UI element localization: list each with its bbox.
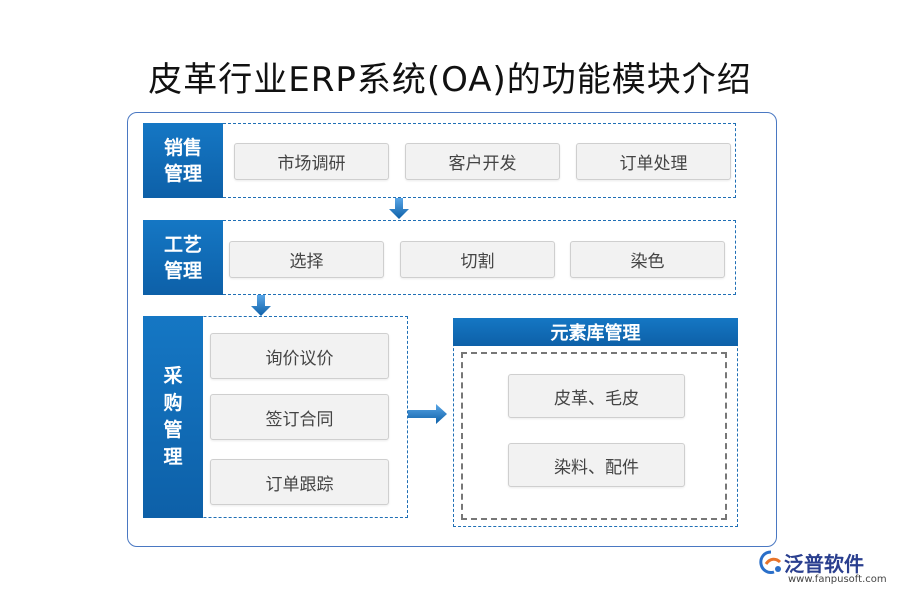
sales-label-line1: 销售 [163,136,202,159]
element-item-leather-fur: 皮革、毛皮 [508,374,685,418]
purchase-module-label: 采 购 管 理 [143,316,203,518]
element-item-dye-parts: 染料、配件 [508,443,685,487]
purchase-item-inquiry: 询价议价 [210,333,389,379]
purchase-label-char: 理 [163,446,183,468]
sales-item-market-research: 市场调研 [234,143,389,180]
purchase-item-contract: 签订合同 [210,394,389,440]
element-library-inner [461,352,727,520]
sales-item-customer-dev: 客户开发 [405,143,560,180]
sales-label-line2: 管理 [163,162,202,185]
page-title: 皮革行业ERP系统(OA)的功能模块介绍 [148,60,752,100]
down-arrow-icon [251,295,271,316]
element-library-header: 元素库管理 [453,318,738,346]
craft-item-select: 选择 [229,241,384,278]
brand-logo: 泛普软件 www.fanpusoft.com [758,546,888,590]
purchase-item-order-tracking: 订单跟踪 [210,459,389,505]
craft-label-line2: 管理 [163,259,202,282]
purchase-label-char: 管 [163,419,183,441]
right-arrow-icon [408,404,447,424]
purchase-label-char: 采 [163,365,183,387]
purchase-label-char: 购 [163,392,183,414]
craft-label-line1: 工艺 [163,233,202,256]
craft-item-dye: 染色 [570,241,725,278]
sales-module-label: 销售 管理 [143,123,223,198]
sales-item-order-processing: 订单处理 [576,143,731,180]
logo-name: 泛普软件 [784,552,864,576]
logo-icon [759,550,782,574]
logo-url: www.fanpusoft.com [788,574,887,585]
down-arrow-icon [389,198,409,219]
craft-item-cut: 切割 [400,241,555,278]
craft-module-label: 工艺 管理 [143,220,223,295]
diagram-frame [127,112,777,547]
